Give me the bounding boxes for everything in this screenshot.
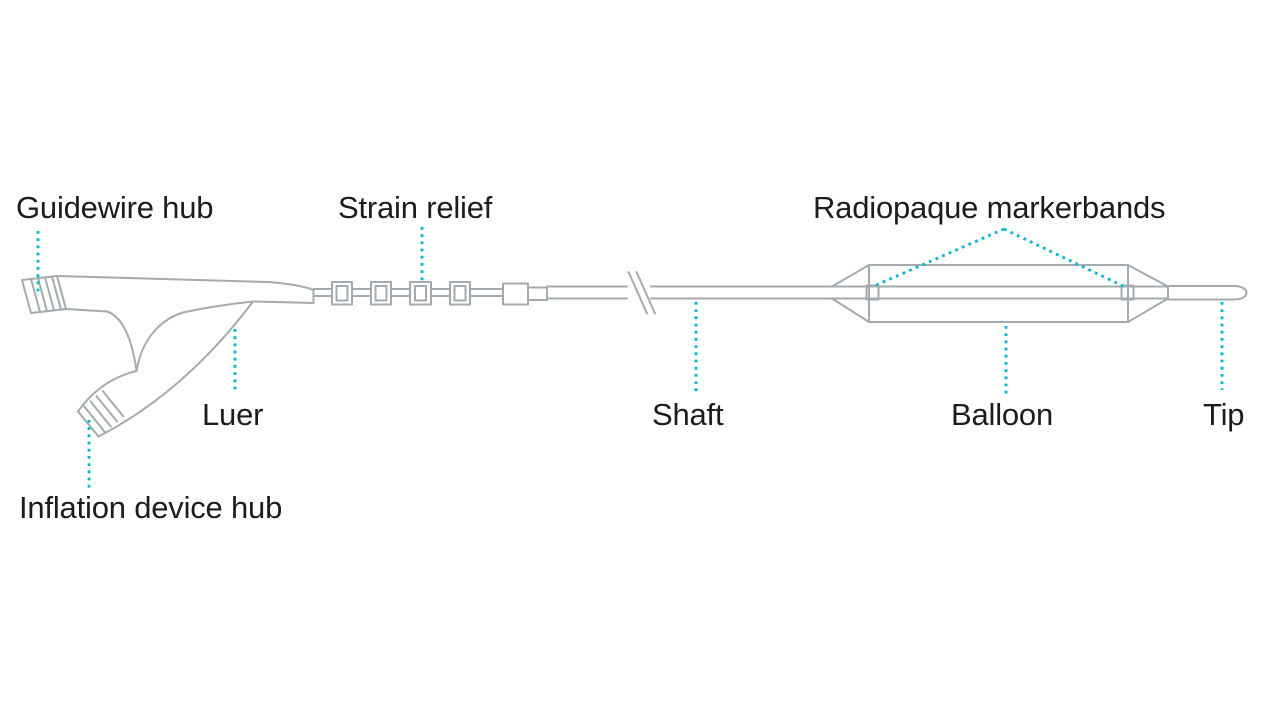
- guidewire-hub-label: Guidewire hub: [16, 190, 214, 225]
- luer-label: Luer: [202, 397, 264, 432]
- strain-relief-block: [370, 281, 392, 306]
- strain-relief-block-inner: [374, 285, 388, 302]
- shaft-distal: [650, 285, 833, 300]
- strain-relief-block: [449, 281, 471, 306]
- strain-relief-block: [331, 281, 353, 306]
- tip-label: Tip: [1203, 397, 1245, 432]
- strain-relief-collar: [502, 282, 529, 306]
- inflation-hub-cap-edge: [77, 410, 100, 438]
- hub-barrel-bottom-edge: [65, 300, 315, 313]
- markerbands-leader-left: [872, 227, 1005, 288]
- inner-shaft: [831, 285, 1169, 300]
- hub-web-curves: [106, 310, 184, 372]
- shaft-label: Shaft: [652, 397, 724, 432]
- luer-arm-inner-edge: [77, 370, 138, 413]
- shaft-break-mark: [627, 271, 656, 315]
- strain-relief-rods: [312, 288, 504, 297]
- balloon-body: [868, 264, 1129, 323]
- balloon-right-cone: [1127, 264, 1169, 323]
- strain-relief-block: [409, 281, 432, 306]
- radiopaque-markerbands-label: Radiopaque markerbands: [813, 190, 1166, 225]
- inflation-device-hub-label: Inflation device hub: [19, 490, 283, 525]
- shaft-proximal: [546, 285, 628, 300]
- guidewire-hub-cap-hatch: [30, 275, 62, 313]
- strain-relief-block-inner: [335, 285, 349, 302]
- strain-relief-step: [527, 286, 548, 301]
- hub-barrel-top-edge: [56, 275, 315, 291]
- tip-capsule: [1167, 285, 1248, 301]
- balloon-left-cone: [831, 264, 870, 323]
- strain-relief-block-inner: [453, 285, 467, 302]
- hub-fork-crease: [182, 300, 254, 314]
- strain-relief-block-inner: [414, 285, 427, 302]
- strain-relief-label: Strain relief: [338, 190, 493, 225]
- inflation-hub-cap-hatch: [83, 390, 125, 433]
- markerbands-leader-right: [1003, 227, 1125, 288]
- markerband-left: [865, 284, 880, 301]
- markerband-right: [1120, 284, 1135, 301]
- luer-arm-outer-edge: [97, 300, 254, 438]
- balloon-label: Balloon: [951, 397, 1054, 432]
